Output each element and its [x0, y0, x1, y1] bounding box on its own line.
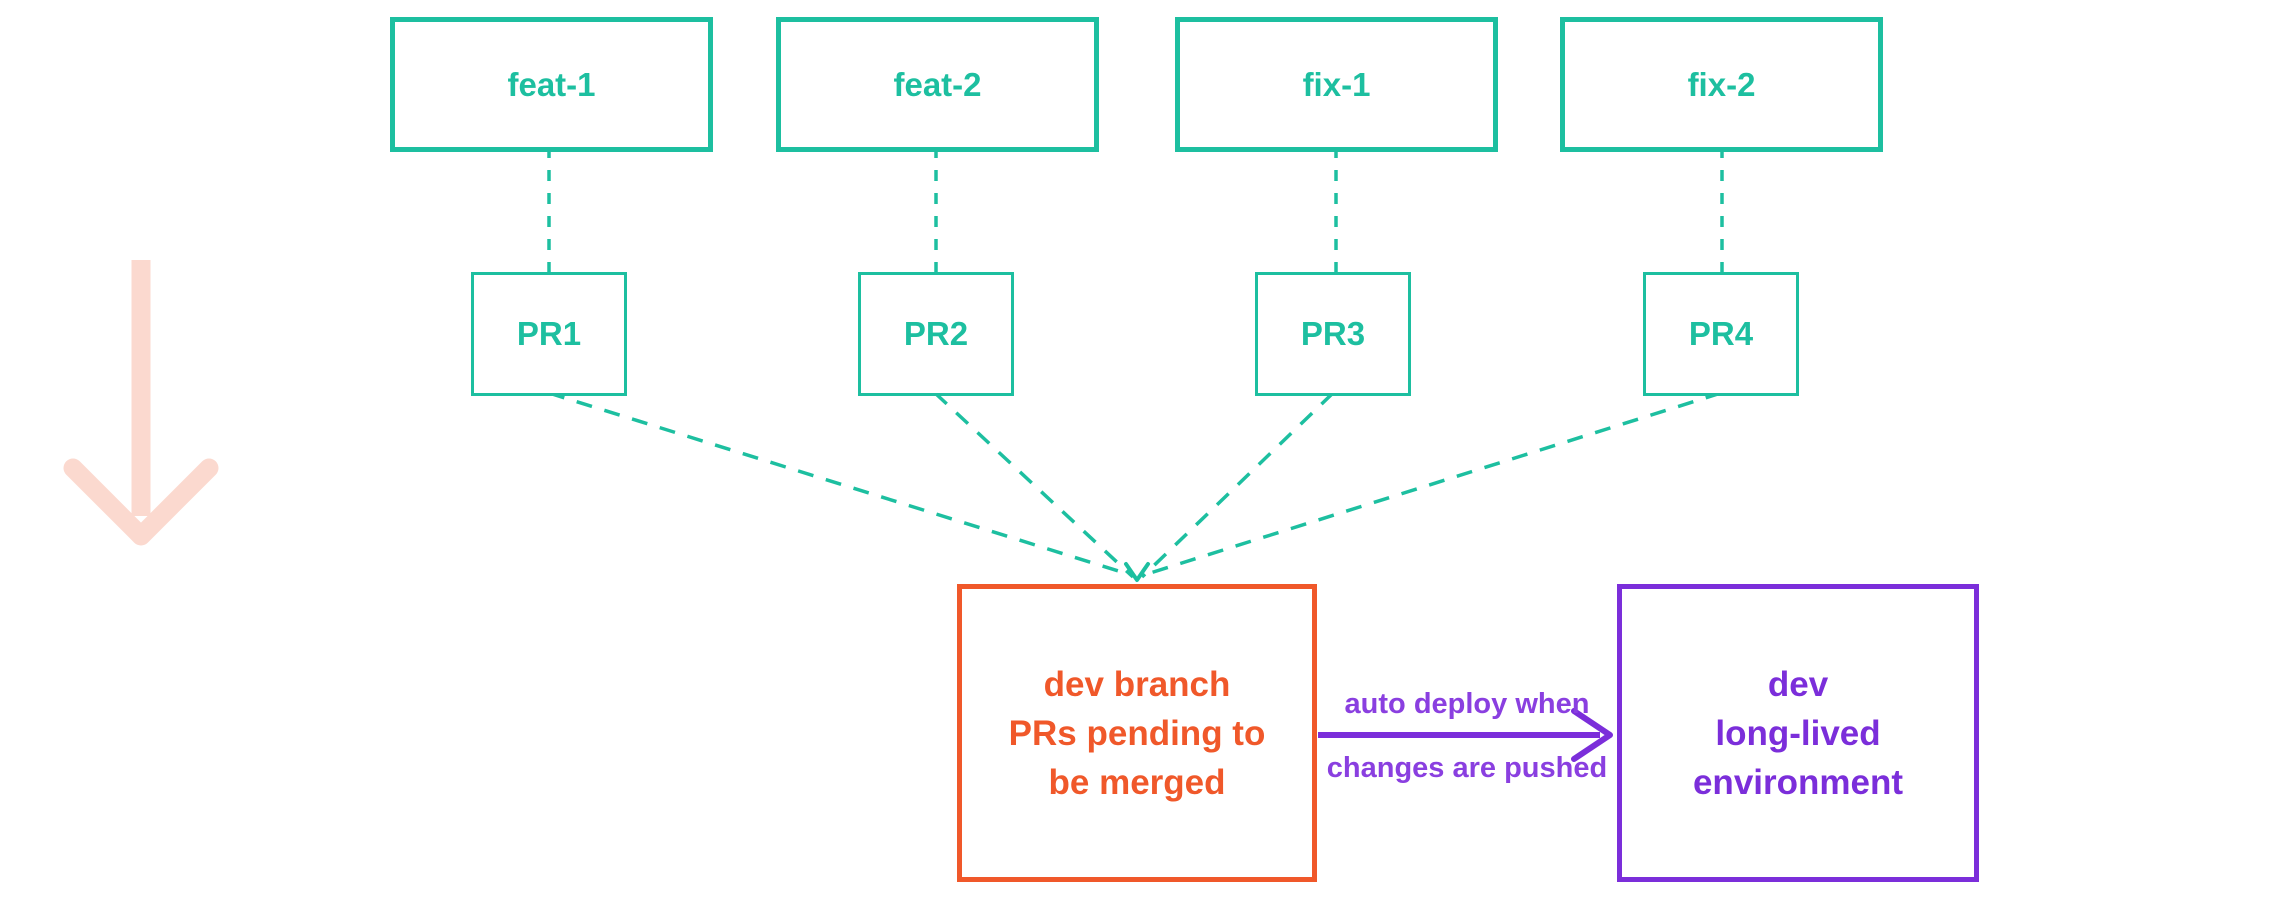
branch-label: feat-2: [893, 65, 982, 103]
pr-box-3: PR3: [1255, 272, 1411, 396]
dev-environment-title: dev: [1767, 664, 1829, 704]
deploy-arrow-head: [1571, 708, 1613, 762]
dev-environment-subtitle-line2: environment: [1692, 762, 1904, 802]
pr2-to-dev-connector: [933, 391, 1135, 579]
pr-box-1: PR1: [471, 272, 627, 396]
deploy-arrow: [1318, 708, 1613, 762]
pr-box-4: PR4: [1643, 272, 1799, 396]
dev-branch-subtitle-line2: be merged: [1048, 762, 1226, 802]
pr-label: PR3: [1300, 315, 1366, 352]
dev-environment-box: dev long-lived environment: [1617, 584, 1979, 882]
deploy-arrow-label-line1: auto deploy when: [1344, 688, 1590, 720]
pr1-to-dev-connector: [548, 391, 1129, 576]
branch-label: feat-1: [507, 65, 596, 103]
branch-box-feat-2: feat-2: [776, 17, 1099, 152]
flow-direction-arrow: [63, 260, 219, 546]
branch-label: fix-1: [1302, 65, 1371, 103]
branch-box-fix-1: fix-1: [1175, 17, 1498, 152]
merge-arrowhead-icon: [1124, 562, 1150, 582]
branch-label: fix-2: [1687, 65, 1756, 103]
pr4-to-dev-connector: [1146, 391, 1722, 576]
branch-box-feat-1: feat-1: [390, 17, 713, 152]
pr-label: PR1: [516, 315, 582, 352]
flow-arrow-head: [63, 458, 219, 546]
dev-environment-subtitle-line1: long-lived: [1715, 713, 1881, 753]
pr-label: PR4: [1688, 315, 1754, 352]
dev-branch-subtitle-line1: PRs pending to: [1008, 713, 1266, 753]
dev-branch-title-strong: dev: [1043, 664, 1104, 704]
pr-label: PR2: [903, 315, 969, 352]
deploy-arrow-label-line2: changes are pushed: [1326, 752, 1608, 784]
dev-branch-title-rest: branch: [1113, 664, 1231, 704]
branch-box-fix-2: fix-2: [1560, 17, 1883, 152]
pr3-to-dev-connector: [1140, 391, 1335, 579]
pr-box-2: PR2: [858, 272, 1014, 396]
